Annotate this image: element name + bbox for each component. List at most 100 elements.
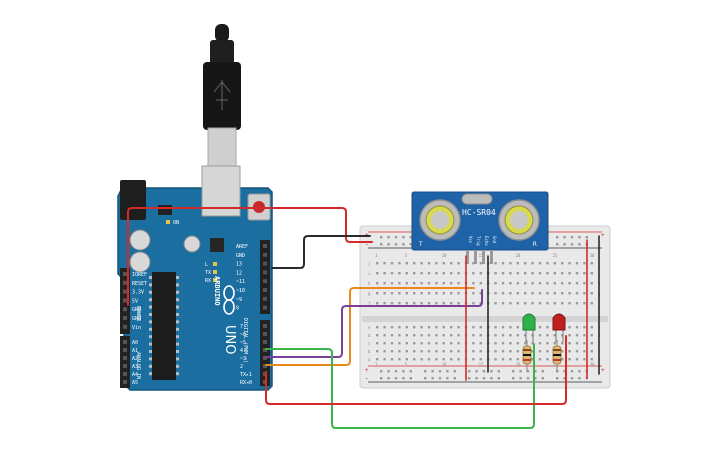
analog-pin-label: A4 bbox=[132, 372, 138, 378]
bottom-pin-label: ~3 bbox=[240, 356, 246, 362]
top-pin-label: GND bbox=[236, 253, 245, 259]
column-number-bottom: 15 bbox=[479, 362, 484, 367]
column-number-bottom: 1 bbox=[375, 362, 378, 367]
analog-pin-label: A5 bbox=[132, 380, 138, 386]
resistor-green bbox=[522, 340, 532, 372]
column-number-top: 20 bbox=[516, 253, 521, 258]
sensor-model-label: HC-SR04 bbox=[462, 208, 496, 217]
atmega-chip bbox=[152, 272, 176, 380]
green-led bbox=[522, 313, 536, 342]
red-led bbox=[552, 313, 566, 342]
sensor-pin-label: Vcc bbox=[468, 236, 473, 244]
row-letter-bottom: e bbox=[368, 325, 371, 330]
sensor-pin-label: Gnd bbox=[492, 236, 497, 244]
top-pin-label: AREF bbox=[236, 244, 248, 250]
power-header-label: POWER bbox=[135, 306, 141, 322]
column-number-top: 10 bbox=[442, 253, 447, 258]
crystal bbox=[183, 235, 201, 253]
sensor-r-label: R bbox=[533, 241, 537, 248]
header-holes bbox=[123, 244, 267, 384]
power-pin-label: 3.3V bbox=[132, 290, 144, 296]
digital-header-bottom bbox=[260, 320, 270, 386]
bottom-pin-label: 2 bbox=[240, 364, 243, 370]
led-label-rx: RX bbox=[205, 278, 211, 284]
row-letter-top: g bbox=[368, 291, 371, 296]
power-pin-label: Vin bbox=[132, 325, 141, 331]
sensor-t-label: T bbox=[419, 241, 423, 248]
analog-pin-label: A3 bbox=[132, 364, 138, 370]
bottom-pin-label: ~5 bbox=[240, 340, 246, 346]
rail-minus-bottom-left: - bbox=[365, 375, 369, 382]
sensor-pin-label: Echo bbox=[484, 236, 489, 246]
wire-purple bbox=[265, 289, 483, 358]
top-pin-label: ~11 bbox=[236, 279, 245, 285]
bottom-pin-label: 7 bbox=[240, 324, 243, 330]
top-pin-label: ~10 bbox=[236, 288, 245, 294]
top-pin-label: 12 bbox=[236, 270, 242, 276]
column-number-bottom: 10 bbox=[442, 362, 447, 367]
column-number-bottom: 30 bbox=[590, 362, 595, 367]
capacitor-2 bbox=[129, 251, 151, 273]
bottom-pin-label: RX◂0 bbox=[240, 380, 252, 386]
usb-chip bbox=[210, 238, 224, 252]
led-label-tx: TX bbox=[205, 270, 211, 276]
analog-header bbox=[120, 336, 130, 388]
column-number-top: 30 bbox=[590, 253, 595, 258]
power-pin-label: RESET bbox=[132, 281, 147, 287]
sensor-crystal bbox=[461, 193, 493, 205]
led-l-marker bbox=[213, 262, 217, 266]
chip-pins bbox=[149, 276, 179, 376]
row-letter-top: j bbox=[368, 261, 370, 266]
breadboard: jihgfedcbajihgfedcba11551010151520202525… bbox=[359, 225, 611, 389]
analog-pin-label: A1 bbox=[132, 348, 138, 354]
wire-green bbox=[265, 343, 535, 429]
column-number-top: 1 bbox=[375, 253, 378, 258]
column-number-bottom: 25 bbox=[553, 362, 558, 367]
wires bbox=[127, 207, 600, 429]
row-letter-top: i bbox=[368, 271, 371, 276]
resistor-red bbox=[552, 340, 562, 372]
capacitor-1 bbox=[129, 229, 151, 251]
rail-plus-bottom-left: + bbox=[365, 367, 369, 374]
row-letter-bottom: a bbox=[368, 357, 371, 362]
wire-gnd-black bbox=[271, 235, 371, 269]
row-letter-bottom: c bbox=[368, 341, 371, 346]
analog-pin-label: A0 bbox=[132, 340, 138, 346]
top-pin-label: ~9 bbox=[236, 297, 242, 303]
wire-5v-red bbox=[127, 207, 373, 306]
column-number-top: 25 bbox=[553, 253, 558, 258]
led-label-on: ON bbox=[173, 220, 179, 226]
top-pin-label: 13 bbox=[236, 262, 242, 268]
row-letter-bottom: d bbox=[368, 333, 371, 338]
usb-cable bbox=[203, 24, 241, 167]
rail-plus-top-right: + bbox=[601, 232, 605, 239]
sensor-pins bbox=[466, 250, 493, 264]
digital-header-label: DIGITAL (PWM ~) bbox=[242, 318, 248, 363]
led-tx-marker bbox=[213, 270, 217, 274]
power-pin-label: 5V bbox=[132, 298, 138, 304]
column-number-top: 5 bbox=[405, 253, 408, 258]
column-number-top: 15 bbox=[479, 253, 484, 258]
breadboard-labels: jihgfedcbajihgfedcba11551010151520202525… bbox=[368, 253, 601, 367]
digital-header-top bbox=[260, 240, 270, 314]
column-number-bottom: 5 bbox=[405, 362, 408, 367]
analog-pin-label: A2 bbox=[132, 356, 138, 362]
green-led-dome bbox=[522, 313, 536, 331]
sensor-pin-label: Trig bbox=[476, 236, 481, 246]
led-label-l: L bbox=[205, 262, 208, 268]
row-letter-top: h bbox=[368, 281, 371, 286]
power-jack bbox=[120, 180, 146, 220]
power-pin-label: IOREF bbox=[132, 272, 147, 278]
led-rx-marker bbox=[213, 278, 217, 282]
wire-orange bbox=[265, 287, 475, 366]
arduino-logo: ARDUINO bbox=[213, 276, 235, 315]
bottom-pin-label: 4 bbox=[240, 348, 243, 354]
power-pin-label: GND bbox=[132, 316, 141, 322]
rail-plus-bottom-right: + bbox=[601, 367, 605, 374]
